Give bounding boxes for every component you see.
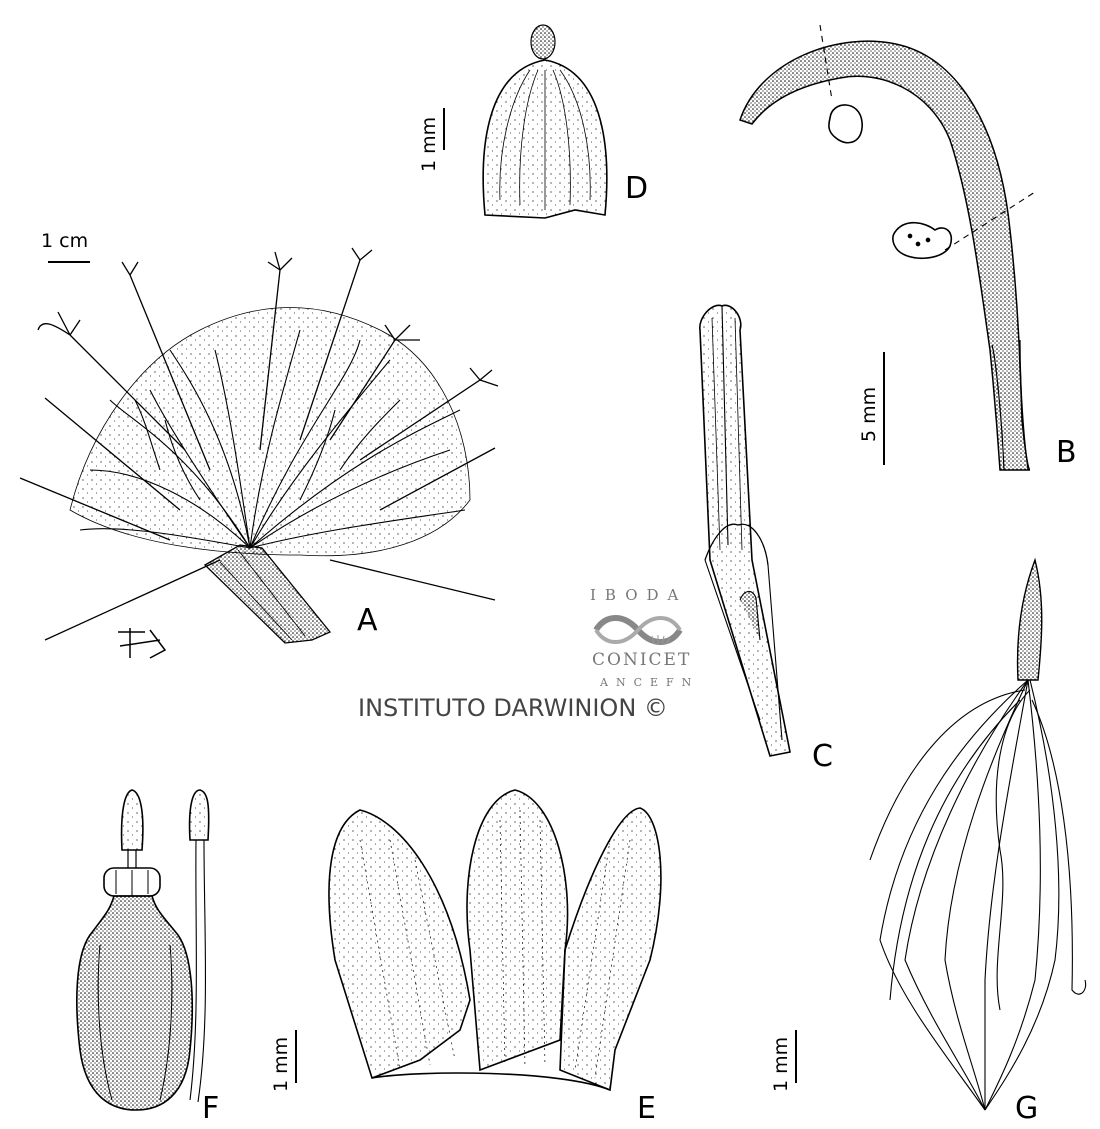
scale-label-a: 1 cm: [41, 230, 89, 252]
panel-label-c: C: [812, 739, 833, 774]
scale-label-d: 1 mm: [418, 116, 440, 172]
panel-a-plant-illustration: [19, 247, 499, 659]
scale-label-b: 5 mm: [858, 386, 880, 442]
logo-bottom-text: ANCEFN: [600, 676, 700, 689]
panel-label-a: A: [357, 603, 378, 638]
copyright-credit: INSTITUTO DARWINION ©: [358, 694, 668, 722]
logo-middle-text: CONICET: [592, 650, 692, 670]
panel-c-bud-illustration: [699, 304, 791, 757]
panel-b-leaf-illustration: [739, 24, 1036, 471]
panel-label-f: F: [202, 1091, 220, 1126]
logo-emblem: [593, 615, 683, 645]
scale-label-f: 1 mm: [270, 1036, 292, 1092]
panel-label-e: E: [637, 1091, 656, 1126]
panel-label-g: G: [1015, 1091, 1039, 1126]
panel-label-b: B: [1056, 435, 1077, 470]
panel-d-bract-illustration: [482, 24, 608, 219]
panel-e-petals-illustration: [328, 789, 662, 1092]
artist-monogram: [118, 628, 167, 659]
panel-f-ovary-illustration: [76, 789, 210, 1111]
logo-top-text: IBODA: [590, 586, 688, 604]
panel-label-d: D: [625, 171, 649, 206]
panel-g-pappus-illustration: [869, 557, 1087, 1111]
scale-label-g: 1 mm: [770, 1036, 792, 1092]
